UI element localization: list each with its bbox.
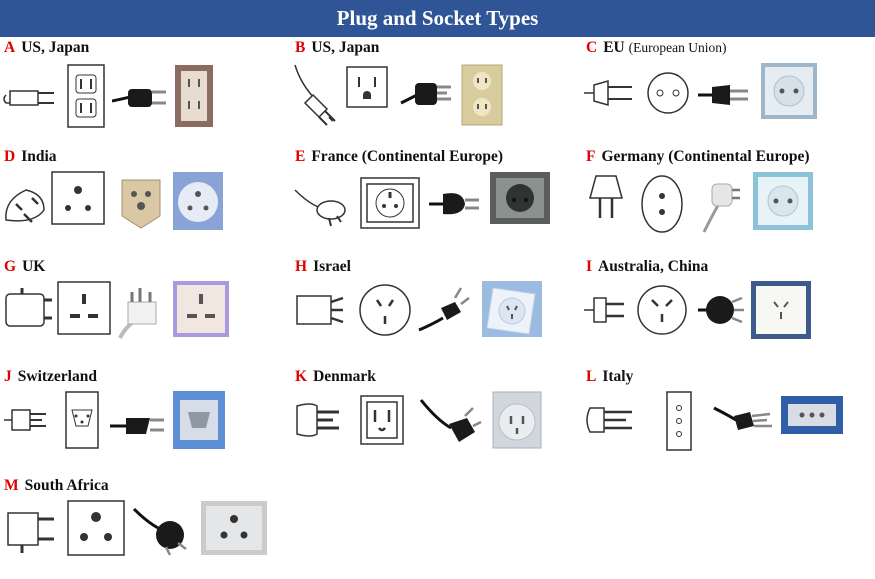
type-name: India — [21, 148, 57, 165]
type-c-plug-drawing-icon — [584, 80, 632, 106]
type-i-socket-drawing-icon — [637, 285, 687, 335]
type-h-plug-photo-icon — [418, 287, 470, 332]
type-name-note: (European Union) — [628, 40, 727, 55]
type-a-socket-photo-icon — [175, 65, 213, 127]
type-name: US, Japan — [21, 39, 90, 56]
type-b-socket-photo-icon — [461, 64, 503, 126]
type-letter: I — [586, 258, 593, 275]
type-f-socket-drawing-icon — [641, 175, 683, 233]
type-letter: L — [586, 368, 597, 385]
type-d-socket-drawing-icon — [51, 171, 105, 225]
type-j-plug-drawing-icon — [4, 409, 46, 431]
type-letter: M — [4, 477, 19, 494]
type-l-plug-drawing-icon — [586, 407, 632, 433]
type-m-socket-drawing-icon — [67, 500, 125, 556]
type-name: South Africa — [24, 477, 109, 494]
plug-type-j: J Switzerland — [0, 366, 288, 470]
plug-type-d: D India — [0, 146, 288, 250]
type-c-plug-photo-icon — [698, 85, 748, 105]
plug-type-m: M South Africa — [0, 475, 288, 579]
type-l-socket-photo-icon — [781, 396, 843, 434]
type-j-socket-photo-icon — [173, 391, 225, 449]
type-c-socket-drawing-icon — [647, 72, 689, 114]
type-b-plug-photo-icon — [400, 83, 451, 105]
type-d-adapter-photo-icon — [121, 179, 161, 229]
type-letter: G — [4, 258, 17, 275]
type-j-socket-drawing-icon — [65, 391, 99, 449]
type-d-plug-drawing-icon — [5, 189, 45, 223]
plug-type-f: F Germany (Continental Europe) — [582, 146, 870, 250]
type-letter: E — [295, 148, 306, 165]
type-m-socket-photo-icon — [201, 501, 267, 555]
type-name: Germany (Continental Europe) — [601, 148, 810, 165]
type-g-plug-photo-icon — [118, 288, 157, 339]
type-name: Australia, China — [598, 258, 709, 275]
type-a-socket-drawing-icon — [67, 64, 105, 128]
type-name: Israel — [313, 258, 351, 275]
type-i-plug-photo-icon — [698, 296, 744, 324]
plug-type-i: I Australia, China — [582, 256, 870, 360]
type-e-socket-drawing-icon — [360, 177, 420, 229]
plug-type-e: E France (Continental Europe) — [291, 146, 579, 250]
type-k-socket-photo-icon — [492, 391, 542, 449]
plug-type-g: G UK — [0, 256, 288, 360]
type-letter: A — [4, 39, 16, 56]
type-g-socket-drawing-icon — [57, 281, 111, 335]
type-f-socket-photo-icon — [753, 172, 813, 230]
type-e-socket-photo-icon — [490, 172, 550, 224]
type-name: US, Japan — [311, 39, 380, 56]
type-h-socket-photo-icon — [482, 281, 542, 337]
type-letter: D — [4, 148, 16, 165]
type-name: Italy — [602, 368, 634, 385]
type-name: UK — [22, 258, 46, 275]
type-name: Denmark — [313, 368, 376, 385]
type-j-plug-photo-icon — [110, 418, 164, 434]
type-l-plug-photo-icon — [713, 406, 772, 430]
type-f-plug-drawing-icon — [589, 175, 623, 218]
page-title: Plug and Socket Types — [0, 0, 875, 37]
type-i-socket-photo-icon — [751, 281, 811, 339]
type-m-plug-photo-icon — [132, 507, 187, 556]
type-letter: J — [4, 368, 12, 385]
plug-type-a: A US, Japan — [0, 37, 288, 141]
type-f-plug-photo-icon — [702, 183, 740, 233]
type-e-plug-photo-icon — [429, 193, 479, 215]
type-name: France (Continental Europe) — [311, 148, 504, 165]
plug-type-c: C EU (European Union) — [582, 37, 870, 141]
type-b-socket-drawing-icon — [346, 66, 388, 108]
plug-type-l: L Italy — [582, 366, 870, 470]
type-m-plug-drawing-icon — [7, 512, 54, 553]
type-i-plug-drawing-icon — [584, 297, 624, 323]
type-letter: H — [295, 258, 308, 275]
type-letter: K — [295, 368, 308, 385]
type-a-plug-drawing-icon — [3, 90, 54, 106]
type-e-plug-drawing-icon — [294, 189, 346, 227]
type-h-plug-drawing-icon — [296, 295, 344, 325]
type-c-socket-photo-icon — [761, 63, 817, 119]
type-d-socket-photo-icon — [173, 172, 223, 230]
type-a-plug-photo-icon — [112, 89, 166, 107]
type-k-plug-photo-icon — [419, 399, 482, 442]
plug-type-b: B US, Japan — [291, 37, 579, 141]
type-name: Switzerland — [17, 368, 97, 385]
type-l-socket-drawing-icon — [666, 391, 692, 451]
type-b-plug-drawing-icon — [294, 64, 336, 126]
type-g-socket-photo-icon — [173, 281, 229, 337]
type-k-socket-drawing-icon — [360, 395, 404, 445]
type-h-socket-drawing-icon — [359, 284, 411, 336]
type-letter: F — [586, 148, 596, 165]
type-g-plug-drawing-icon — [5, 288, 52, 327]
plug-type-k: K Denmark — [291, 366, 579, 470]
type-name: EU — [603, 39, 625, 56]
plug-type-h: H Israel — [291, 256, 579, 360]
type-letter: C — [586, 39, 598, 56]
type-k-plug-drawing-icon — [296, 403, 339, 437]
type-letter: B — [295, 39, 306, 56]
